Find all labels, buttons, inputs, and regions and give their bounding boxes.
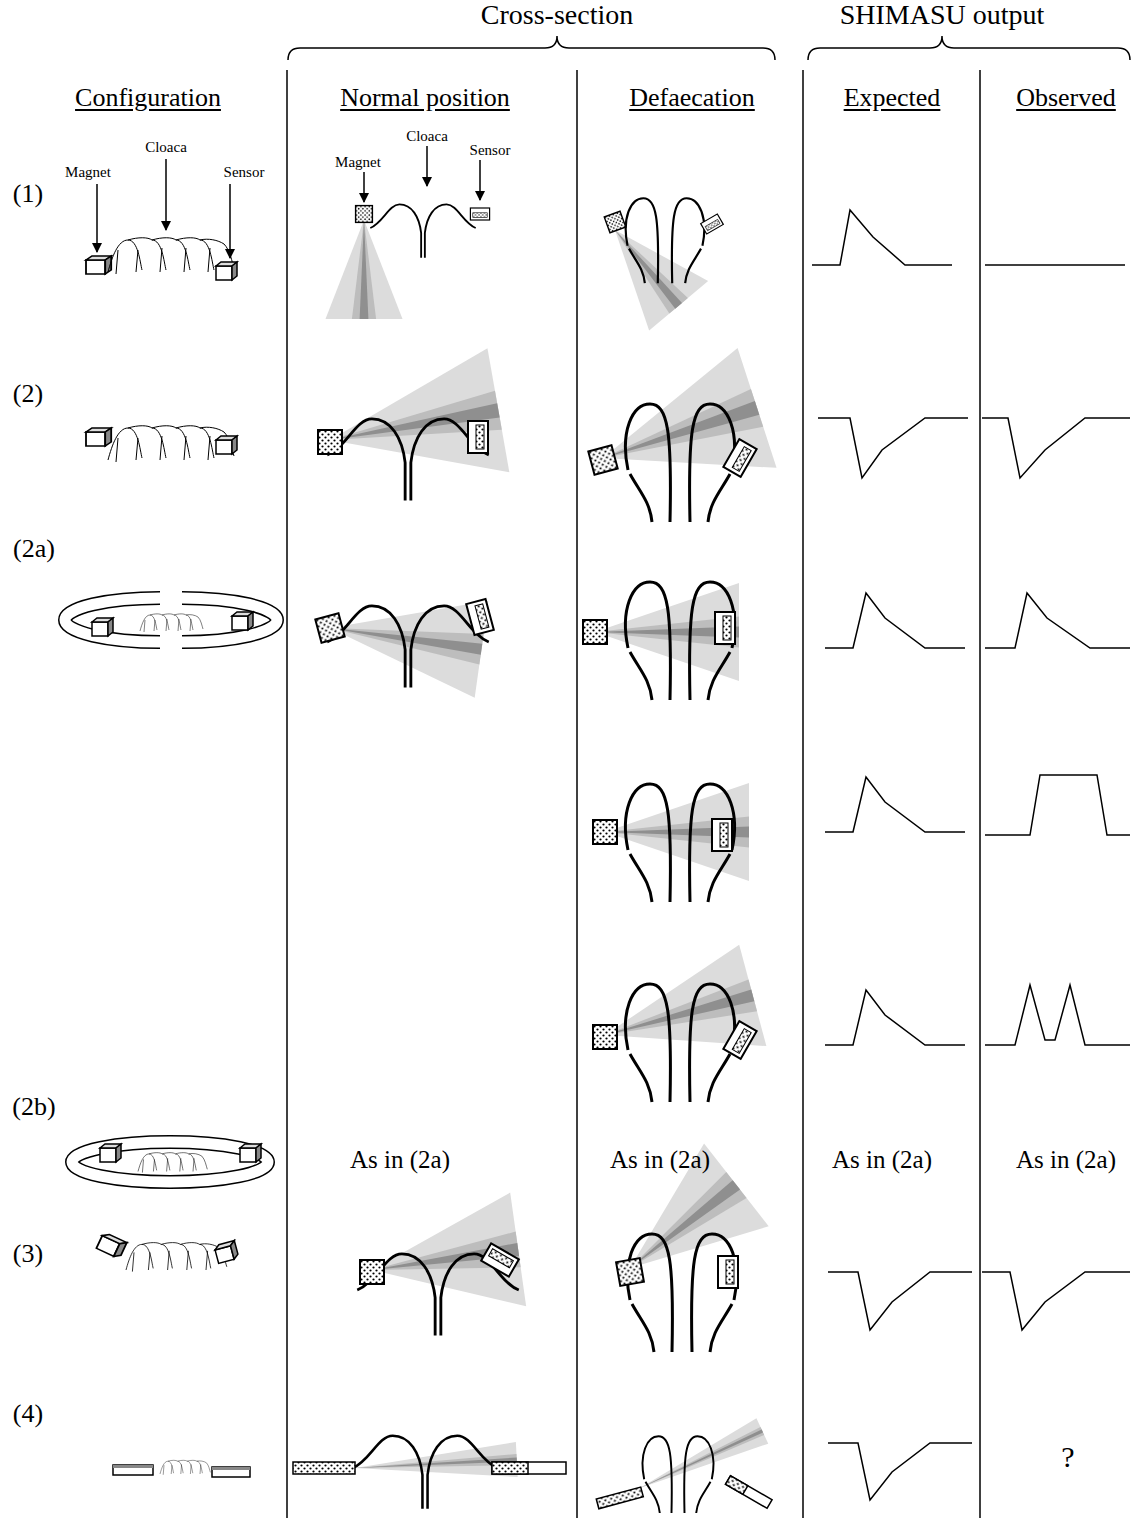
unknown-mark: ?	[1061, 1440, 1074, 1473]
group-heading: Cross-section	[481, 0, 633, 31]
part-label: Cloaca	[145, 139, 187, 156]
column-heading: Defaecation	[629, 84, 755, 113]
row-number: (2b)	[12, 1093, 55, 1122]
group-heading: SHIMASU output	[840, 0, 1045, 31]
part-label: Cloaca	[406, 128, 448, 145]
part-label: Sensor	[470, 142, 511, 159]
column-heading: Configuration	[75, 84, 221, 113]
note: As in (2a)	[350, 1146, 450, 1174]
part-label: Magnet	[65, 164, 111, 181]
column-heading: Observed	[1016, 84, 1116, 113]
row-number: (4)	[13, 1400, 43, 1429]
note: As in (2a)	[1016, 1146, 1116, 1174]
row-number: (3)	[13, 1240, 43, 1269]
row-number: (2a)	[13, 535, 55, 564]
note: As in (2a)	[610, 1146, 710, 1174]
part-label: Sensor	[224, 164, 265, 181]
row-number: (1)	[13, 180, 43, 209]
row-number: (2)	[13, 380, 43, 409]
note: As in (2a)	[832, 1146, 932, 1174]
column-heading: Normal position	[340, 84, 510, 113]
part-label: Magnet	[335, 154, 381, 171]
column-heading: Expected	[844, 84, 941, 113]
